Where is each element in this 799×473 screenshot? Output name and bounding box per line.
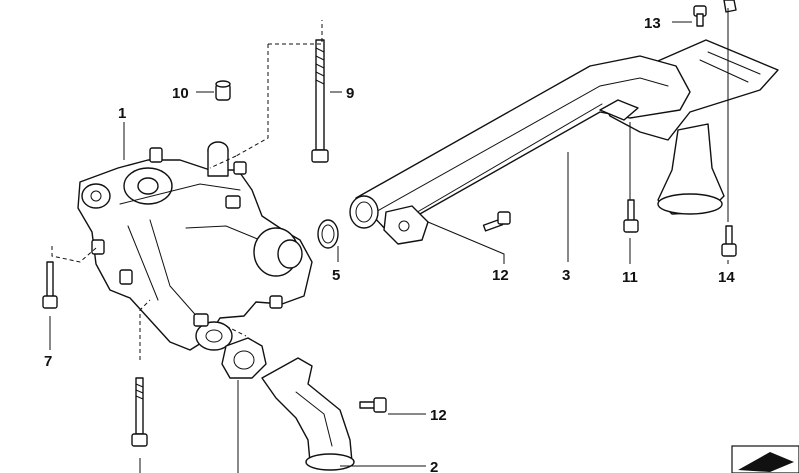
suction-pipe-part-2 (221, 337, 355, 471)
bolt-part-12-upper (482, 211, 511, 232)
o-ring-part-5 (317, 219, 339, 249)
callout-5: 5 (332, 267, 340, 284)
bolt-part-7 (42, 261, 58, 309)
bolt-part-11 (623, 199, 639, 233)
clip-top-right (723, 0, 737, 13)
callout-11: 11 (622, 269, 638, 286)
sleeve-part-10 (215, 80, 231, 101)
callout-12-lower: 12 (430, 407, 447, 424)
callout-13: 13 (644, 15, 661, 32)
bolt-part-13 (693, 5, 707, 27)
bolt-part-9 (311, 39, 329, 163)
catalog-corner-icon (731, 445, 799, 473)
callout-7: 7 (44, 353, 52, 370)
bolt-lower-long (131, 377, 148, 447)
oil-pump-part-1 (77, 141, 313, 351)
callout-10: 10 (172, 85, 189, 102)
leader-lines (49, 8, 729, 473)
callout-2: 2 (430, 459, 438, 473)
callout-3: 3 (562, 267, 570, 284)
callout-9: 9 (346, 85, 354, 102)
callout-labels: 1 10 9 7 5 12 3 11 14 13 12 2 (44, 15, 735, 473)
callout-12-upper: 12 (492, 267, 509, 284)
callout-1: 1 (118, 105, 126, 122)
bolt-part-12-lower (359, 397, 387, 413)
bolt-part-14 (721, 225, 737, 257)
oil-pickup-pipe-part-3 (349, 39, 779, 245)
callout-14: 14 (718, 269, 735, 286)
